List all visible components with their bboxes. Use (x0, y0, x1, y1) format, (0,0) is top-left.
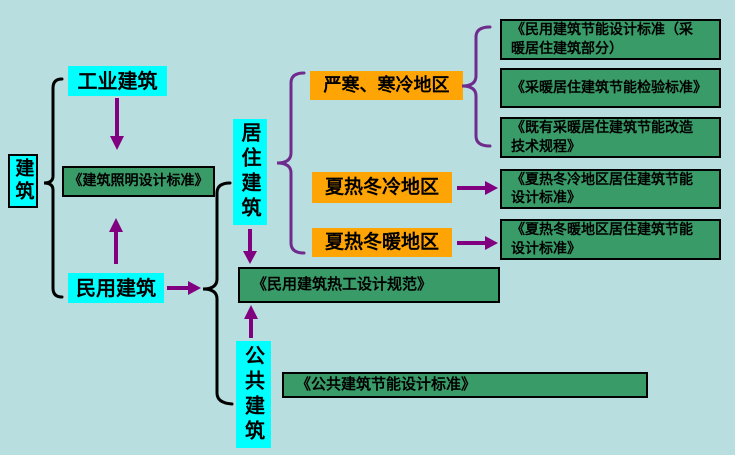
arrow-civil-to-lighting (109, 218, 123, 264)
node-zone-hot-summer-cold-winter: 夏热冬冷地区 (312, 172, 452, 203)
brace-severe-cold-to-standards (461, 25, 492, 148)
node-public-energy-standard: 《公共建筑节能设计标准》 (282, 372, 648, 398)
arrow-industrial-to-lighting (110, 98, 124, 150)
node-public-building: 公共建筑 (236, 341, 271, 448)
arrow-hsww-to-standard (457, 236, 498, 250)
node-building-root: 建筑 (8, 154, 38, 208)
node-residential-building: 居住建筑 (233, 119, 267, 225)
brace-residential-to-zones (276, 71, 306, 255)
node-hscw-residential-standard: 《夏热冬冷地区居住建筑节能 设计标准》 (500, 169, 721, 209)
node-lighting-design-standard: 《建筑照明设计标准》 (62, 166, 215, 197)
arrow-civil-to-brace (167, 281, 201, 295)
brace-root-to-buildings (43, 77, 64, 299)
node-heating-inspection-standard: 《采暖居住建筑节能检验标准》 (500, 68, 721, 108)
node-zone-severe-cold: 严寒、寒冷地区 (310, 71, 463, 100)
arrow-hscw-to-standard (457, 181, 498, 195)
node-industrial-building: 工业建筑 (68, 66, 167, 96)
node-thermal-design-code: 《民用建筑热工设计规范》 (238, 267, 500, 303)
node-zone-hot-summer-warm-winter: 夏热冬暖地区 (312, 228, 452, 257)
arrow-public-to-thermal (244, 305, 258, 338)
node-retrofit-technical-regulation: 《既有采暖居住建筑节能改造 技术规程》 (500, 117, 721, 158)
node-civil-building: 民用建筑 (68, 273, 164, 303)
arrow-residential-to-thermal (243, 229, 257, 264)
node-heating-design-standard: 《民用建筑节能设计标准（采 暖居住建筑部分） (500, 19, 721, 60)
brace-civil-to-categories (202, 181, 234, 406)
node-hsww-residential-standard: 《夏热冬暖地区居住建筑节能 设计标准》 (500, 219, 721, 260)
